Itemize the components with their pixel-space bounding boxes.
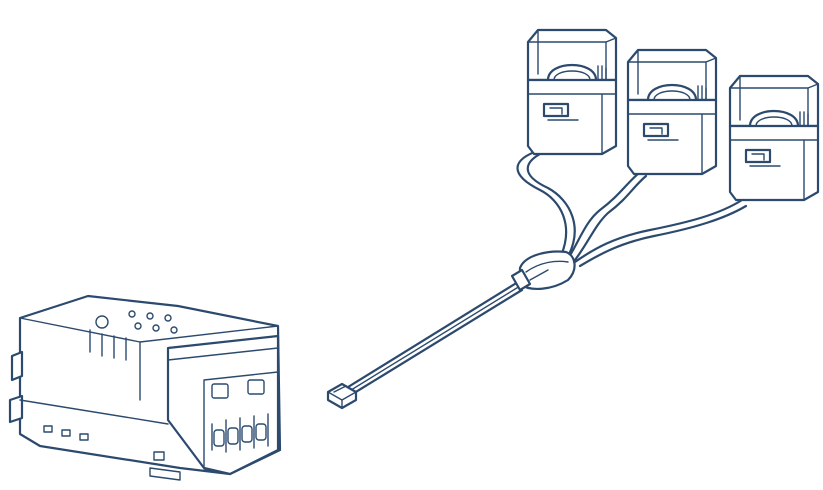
split-core-current-transformer-1 (526, 28, 618, 156)
ribbon-cable (338, 280, 524, 400)
cable-splitter (510, 250, 576, 292)
rj-connector-plug (326, 382, 358, 410)
ct-lead-cables (516, 148, 748, 268)
din-rail-energy-meter (8, 294, 282, 481)
split-core-current-transformer-3 (728, 74, 820, 202)
split-core-current-transformer-2 (626, 48, 718, 176)
